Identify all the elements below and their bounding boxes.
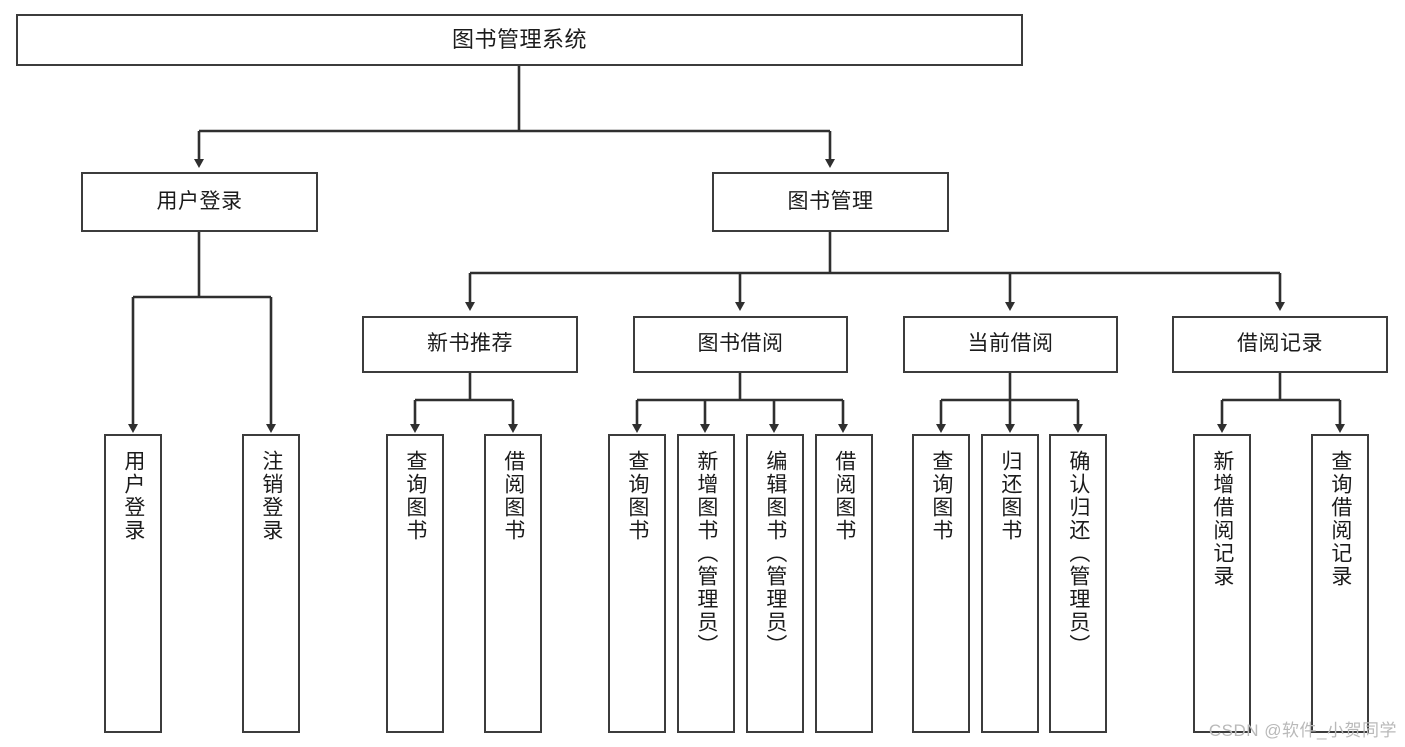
node-book-borrow-label: 图书借阅 bbox=[697, 332, 784, 356]
leaf-query-book-1[interactable]: 查询图书 bbox=[386, 434, 444, 733]
leaf-query-book-3-label: 查询图书 bbox=[929, 450, 953, 542]
leaf-add-record[interactable]: 新增借阅记录 bbox=[1193, 434, 1251, 733]
node-user-login[interactable]: 用户登录 bbox=[81, 172, 318, 232]
leaf-edit-book[interactable]: 编辑图书（管理员） bbox=[746, 434, 804, 733]
node-new-book-recommend-label: 新书推荐 bbox=[427, 332, 513, 356]
leaf-logout[interactable]: 注销登录 bbox=[242, 434, 300, 733]
leaf-query-record[interactable]: 查询借阅记录 bbox=[1311, 434, 1369, 733]
node-borrow-record-label: 借阅记录 bbox=[1237, 332, 1323, 356]
leaf-borrow-book-1[interactable]: 借阅图书 bbox=[484, 434, 542, 733]
leaf-confirm-return[interactable]: 确认归还（管理员） bbox=[1049, 434, 1107, 733]
leaf-confirm-return-label: 确认归还（管理员） bbox=[1066, 450, 1090, 657]
leaf-return-book-label: 归还图书 bbox=[998, 450, 1022, 542]
leaf-edit-book-label: 编辑图书（管理员） bbox=[763, 450, 787, 657]
node-new-book-recommend[interactable]: 新书推荐 bbox=[362, 316, 578, 373]
leaf-borrow-book-2-label: 借阅图书 bbox=[832, 450, 856, 542]
node-current-borrow-label: 当前借阅 bbox=[967, 332, 1054, 356]
node-user-login-label: 用户登录 bbox=[156, 189, 243, 213]
leaf-query-book-2[interactable]: 查询图书 bbox=[608, 434, 666, 733]
node-book-manage[interactable]: 图书管理 bbox=[712, 172, 949, 232]
watermark: CSDN @软件_小贺同学 bbox=[1208, 721, 1397, 740]
node-root[interactable]: 图书管理系统 bbox=[16, 14, 1023, 66]
node-book-manage-label: 图书管理 bbox=[787, 189, 874, 213]
leaf-logout-label: 注销登录 bbox=[259, 450, 283, 542]
leaf-borrow-book-2[interactable]: 借阅图书 bbox=[815, 434, 873, 733]
leaf-add-book-label: 新增图书（管理员） bbox=[694, 450, 718, 657]
leaf-user-login-label: 用户登录 bbox=[121, 450, 145, 542]
leaf-query-book-1-label: 查询图书 bbox=[403, 450, 427, 542]
leaf-add-book[interactable]: 新增图书（管理员） bbox=[677, 434, 735, 733]
node-current-borrow[interactable]: 当前借阅 bbox=[903, 316, 1118, 373]
leaf-query-record-label: 查询借阅记录 bbox=[1328, 450, 1352, 588]
leaf-add-record-label: 新增借阅记录 bbox=[1210, 450, 1234, 588]
node-root-label: 图书管理系统 bbox=[451, 27, 587, 53]
leaf-user-login[interactable]: 用户登录 bbox=[104, 434, 162, 733]
node-borrow-record[interactable]: 借阅记录 bbox=[1172, 316, 1388, 373]
node-book-borrow[interactable]: 图书借阅 bbox=[633, 316, 848, 373]
leaf-return-book[interactable]: 归还图书 bbox=[981, 434, 1039, 733]
leaf-borrow-book-1-label: 借阅图书 bbox=[501, 450, 525, 542]
leaf-query-book-3[interactable]: 查询图书 bbox=[912, 434, 970, 733]
leaf-query-book-2-label: 查询图书 bbox=[625, 450, 649, 542]
